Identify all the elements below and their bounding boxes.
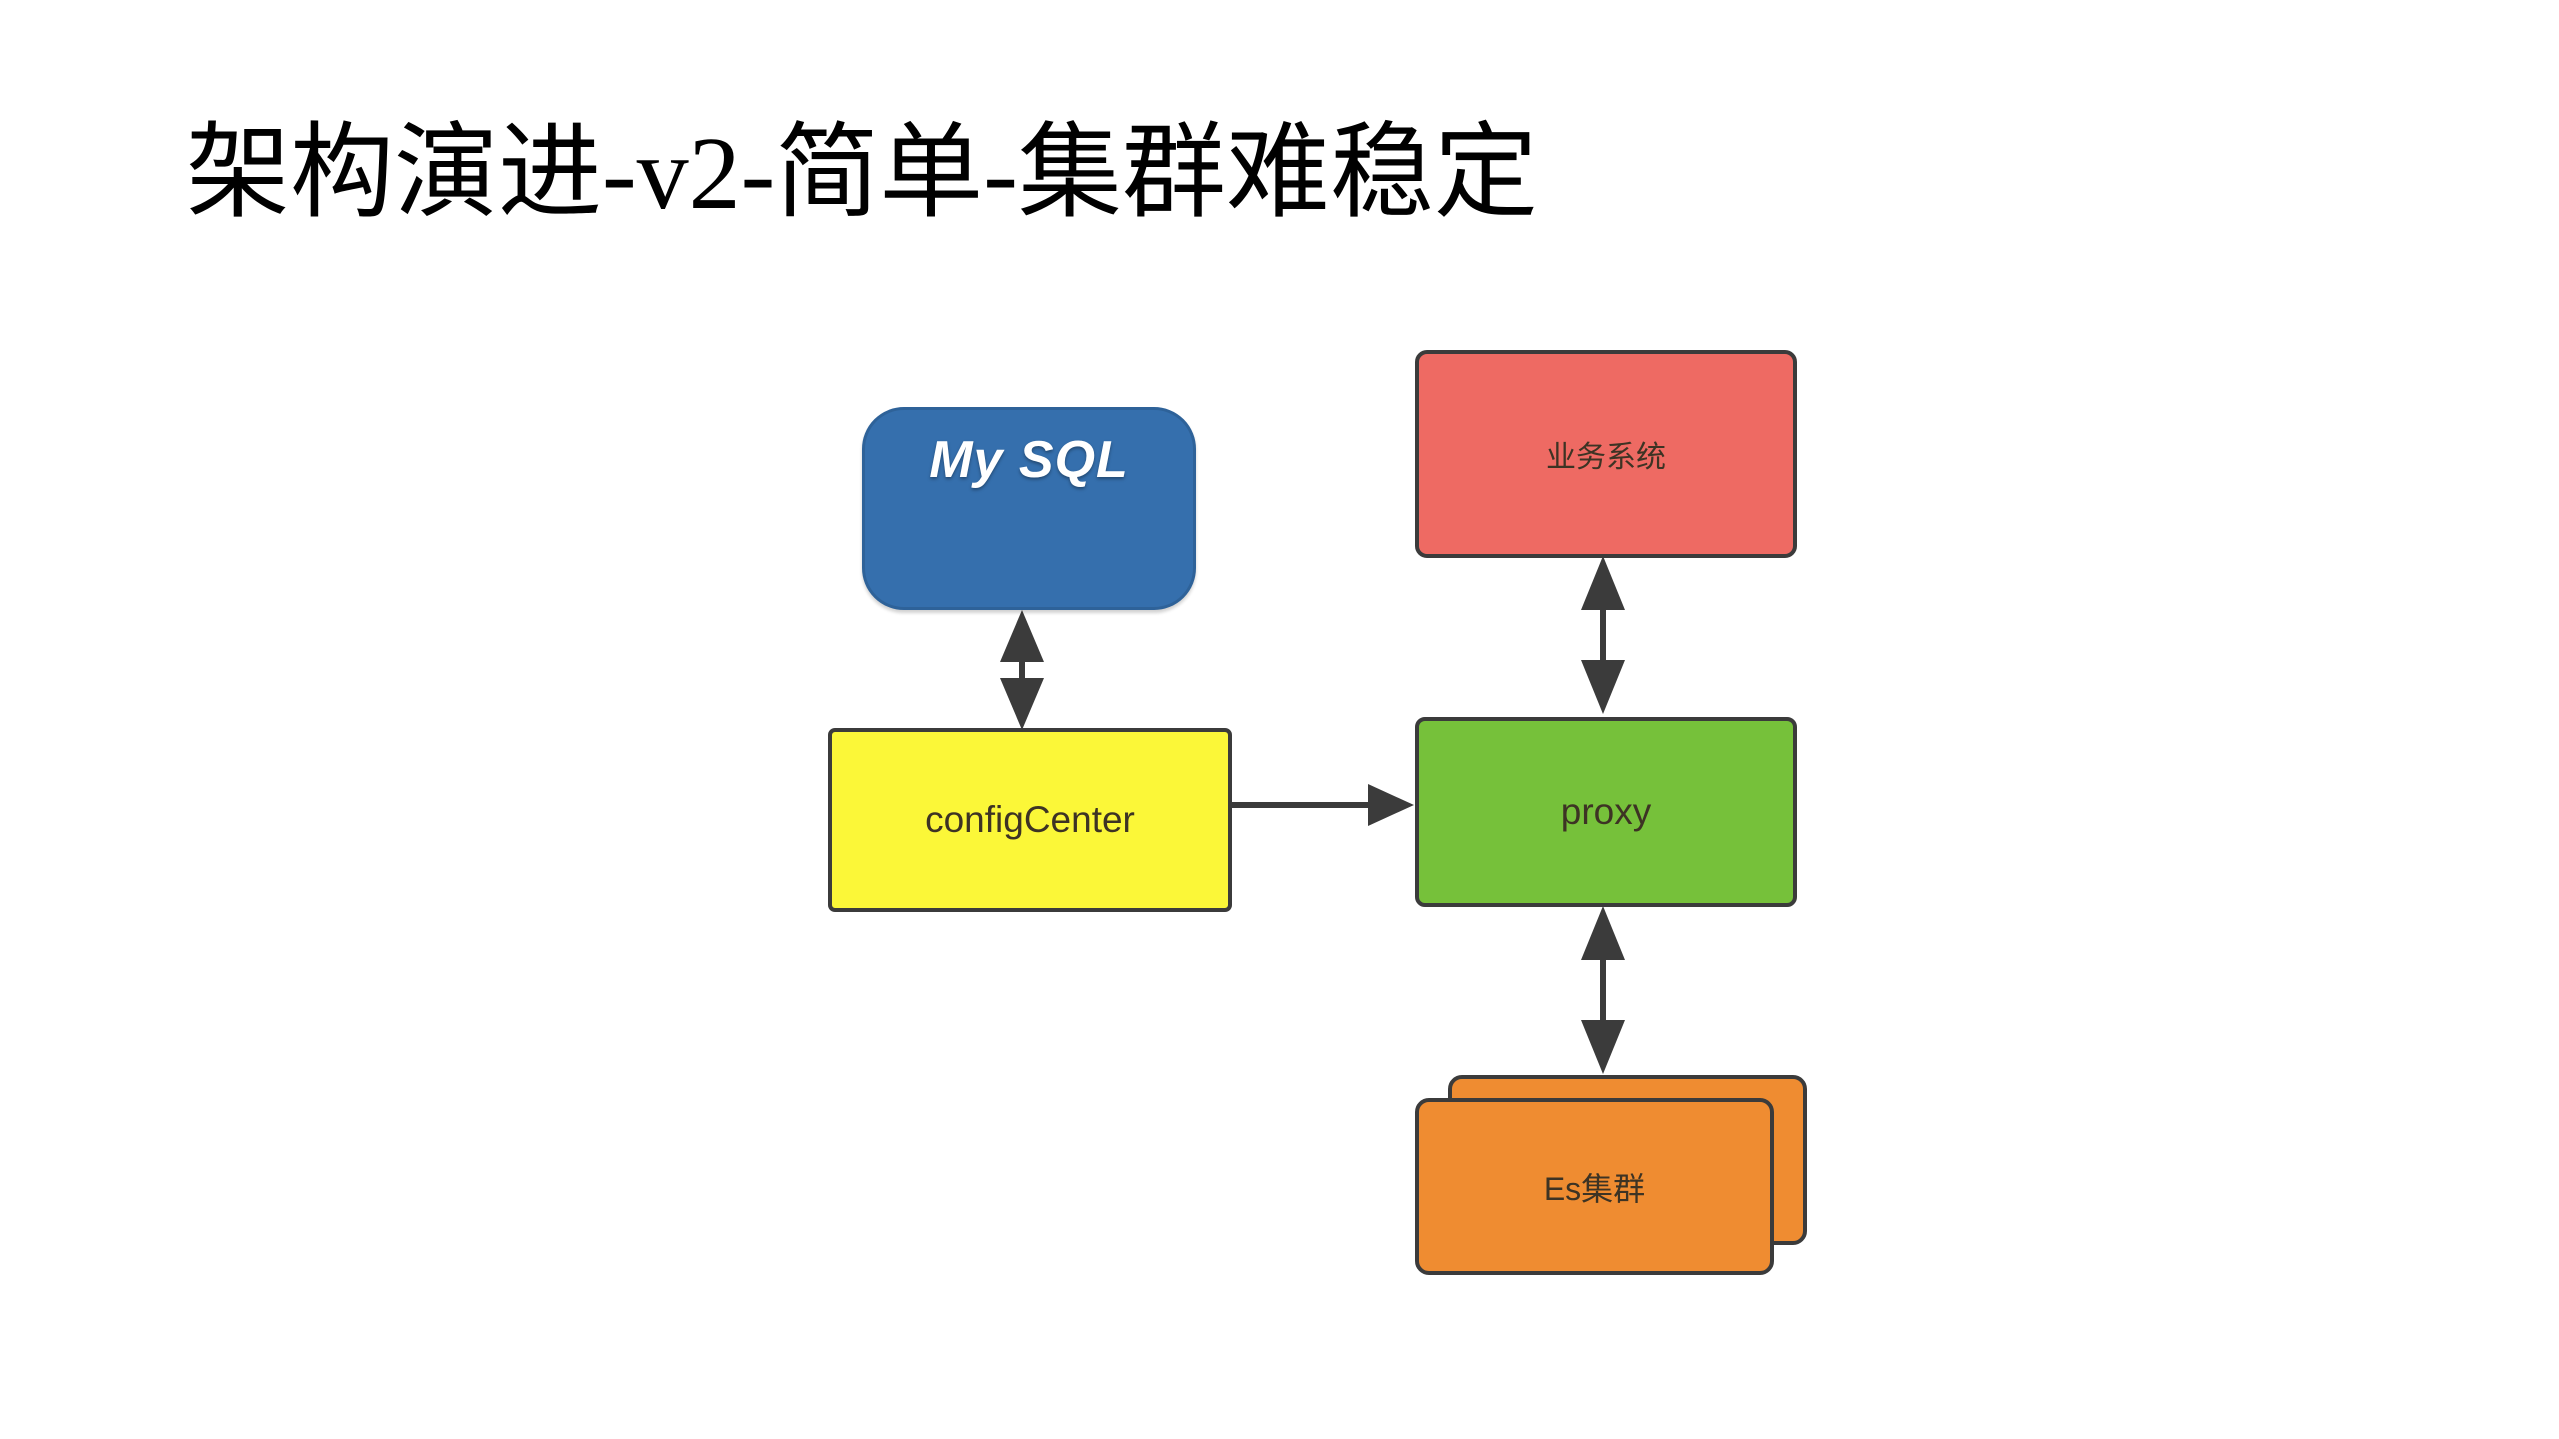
node-business-system[interactable]: 业务系统 xyxy=(1415,350,1797,558)
node-business-system-label: 业务系统 xyxy=(1546,441,1666,474)
node-mysql[interactable]: My SQL xyxy=(862,407,1196,610)
node-config-center-label: configCenter xyxy=(925,799,1135,840)
node-config-center[interactable]: configCenter xyxy=(828,728,1232,912)
edge-proxy-es xyxy=(1581,906,1625,1074)
node-proxy[interactable]: proxy xyxy=(1415,717,1797,907)
page-title: 架构演进-v2-简单-集群难稳定 xyxy=(186,116,1538,231)
node-mysql-label: My SQL xyxy=(929,431,1129,489)
node-proxy-label: proxy xyxy=(1560,791,1652,832)
edge-config-proxy xyxy=(1232,784,1414,826)
edge-proxy-biz xyxy=(1581,556,1625,714)
edge-config-mysql xyxy=(1000,610,1044,730)
node-es-cluster-label: Es集群 xyxy=(1543,1170,1646,1207)
node-es-cluster-front-layer[interactable]: Es集群 xyxy=(1415,1098,1774,1275)
node-es-cluster[interactable]: Es集群 xyxy=(1415,1075,1807,1275)
